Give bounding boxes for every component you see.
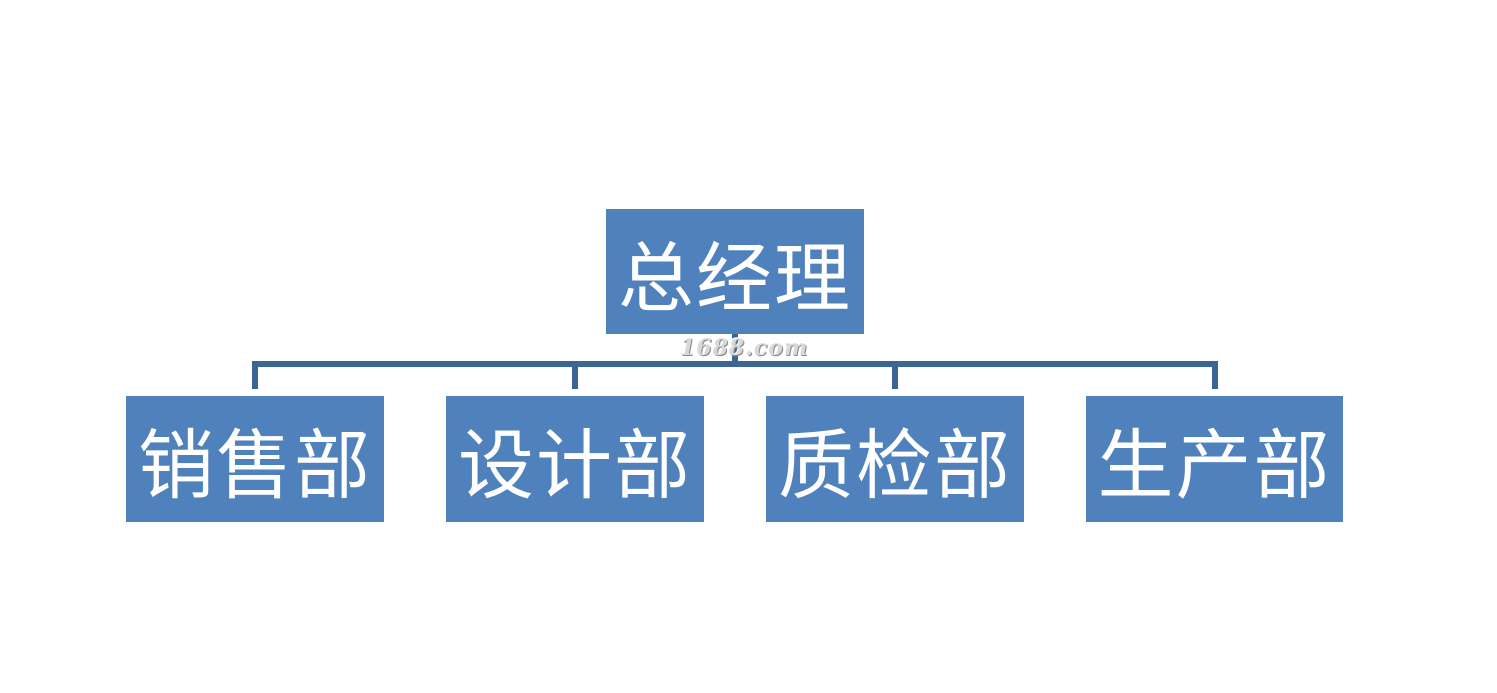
connector-drop-quality <box>892 361 898 389</box>
connector-root-down <box>732 334 738 364</box>
connector-drop-sales <box>252 361 258 389</box>
connector-drop-design <box>572 361 578 389</box>
node-production-department: 生产部 <box>1086 396 1343 522</box>
node-sales-department: 销售部 <box>126 396 384 522</box>
watermark: 1688.com <box>680 335 809 361</box>
node-general-manager: 总经理 <box>606 209 864 334</box>
node-quality-inspection-department: 质检部 <box>766 396 1024 522</box>
connector-drop-production <box>1212 361 1218 389</box>
node-design-department: 设计部 <box>446 396 704 522</box>
connector-horizontal <box>252 361 1218 367</box>
